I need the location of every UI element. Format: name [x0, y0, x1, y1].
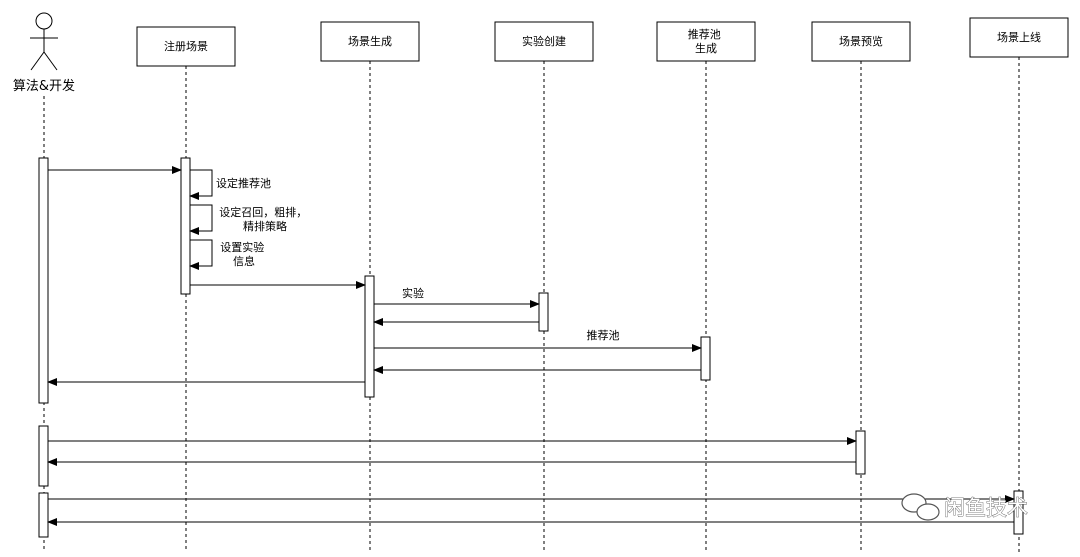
actor-label: 算法&开发 [13, 78, 75, 94]
self-message-label: 设定召回，粗排， [219, 205, 307, 219]
svg-text:设置实验 信息: 设置实验 信息 [220, 240, 268, 268]
participant-label: 场景预览 [839, 34, 883, 48]
watermark: 闲鱼技术 [901, 493, 1028, 521]
participant-preview: 场景预览 [811, 21, 911, 62]
svg-text:场景上线: 场景上线 [997, 30, 1041, 44]
svg-text:场景生成: 场景生成 [348, 34, 392, 48]
watermark-text: 闲鱼技术 [944, 496, 1028, 520]
message-label: 实验 [402, 286, 424, 300]
participant-online: 场景上线 [969, 17, 1069, 58]
participant-label: 实验创建 [522, 34, 566, 48]
activation-bar [180, 157, 191, 295]
participant-exp: 实验创建 [494, 21, 594, 62]
participant-gen: 场景生成 [320, 21, 420, 62]
self-message: 设定推荐池 [189, 169, 271, 200]
svg-text:推荐池 生成: 推荐池 生成 [688, 27, 725, 55]
activation-bar [700, 336, 711, 381]
participant-register: 注册场景 [136, 26, 236, 67]
activation-bar [38, 157, 49, 404]
activation-bar [855, 430, 866, 475]
participant-label: 生成 [695, 41, 717, 55]
participant-label: 注册场景 [164, 39, 208, 53]
actor-icon [30, 12, 58, 71]
self-message-label: 设定推荐池 [216, 176, 271, 190]
self-message-label: 精排策略 [243, 219, 287, 233]
message-label: 推荐池 [587, 328, 620, 342]
svg-text:设定推荐池: 设定推荐池 [216, 176, 271, 190]
activation-bar [38, 425, 49, 487]
participant-label: 场景上线 [997, 30, 1041, 44]
actor: 算法&开发 [13, 12, 75, 94]
participant-pool: 推荐池 生成 [656, 21, 756, 62]
self-message-label: 信息 [233, 254, 255, 268]
svg-text:设定召回，粗排， 精排策略: 设定召回，粗排， 精排策略 [219, 205, 311, 233]
self-message: 设置实验 信息 [189, 239, 268, 270]
activation-bar [38, 492, 49, 538]
activation-bar [1013, 490, 1024, 535]
self-message: 设定召回，粗排， 精排策略 [189, 204, 311, 235]
wechat-icon [901, 493, 940, 521]
svg-text:注册场景: 注册场景 [164, 39, 208, 53]
svg-text:场景预览: 场景预览 [839, 34, 883, 48]
self-message-label: 设置实验 [220, 240, 264, 254]
activation-bar [538, 292, 549, 332]
activation-bar [364, 275, 375, 398]
participant-label: 推荐池 [688, 27, 721, 41]
svg-text:实验创建: 实验创建 [522, 34, 566, 48]
participant-label: 场景生成 [348, 34, 392, 48]
